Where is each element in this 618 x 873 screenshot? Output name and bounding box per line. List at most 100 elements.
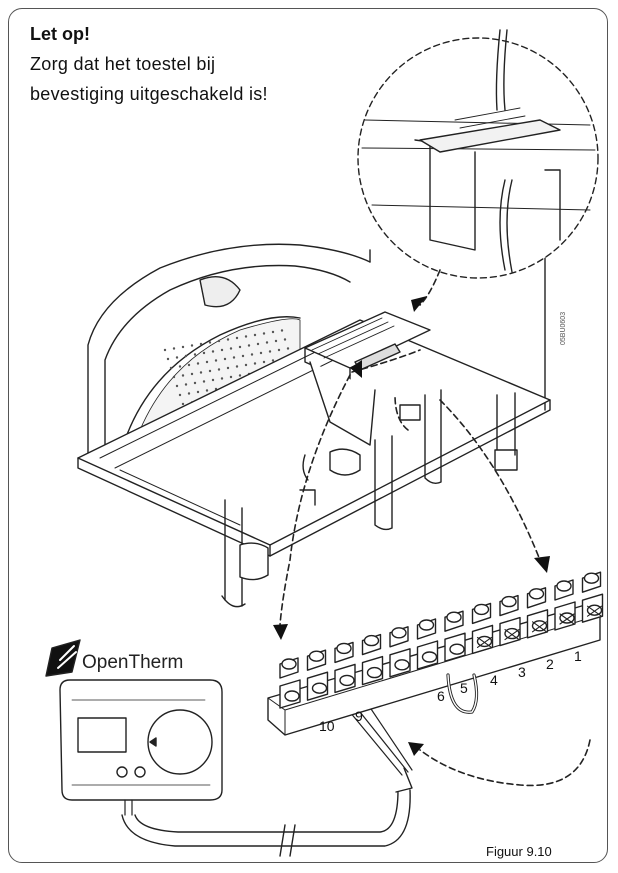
grid-dot [286, 347, 290, 350]
grid-dot [196, 362, 200, 365]
grid-dot [184, 354, 188, 358]
grid-dot [193, 353, 197, 356]
grid-dot [229, 347, 233, 350]
grid-dot [190, 372, 194, 376]
grid-dot [169, 366, 173, 370]
grid-dot [247, 344, 251, 347]
boiler-connection-box [304, 311, 431, 446]
illustration-frame [8, 8, 608, 863]
grid-dot [262, 332, 266, 335]
grid-dot [202, 351, 206, 355]
terminal-block [334, 641, 356, 694]
terminal-block [444, 610, 466, 662]
terminal-block [499, 594, 521, 647]
grid-dot [172, 347, 176, 350]
opentherm-thermostat [59, 679, 223, 816]
grid-dot [217, 339, 221, 343]
grid-dot [244, 335, 248, 338]
grid-dot [226, 366, 230, 370]
grid-dot [226, 338, 230, 341]
grid-dot [208, 341, 212, 344]
grid-dot [274, 339, 278, 343]
warning-text-line-2: bevestiging uitgeschakeld is! [30, 84, 268, 104]
dashed-arrows [279, 269, 591, 787]
grid-dot [172, 375, 176, 379]
arrow-heads [273, 296, 550, 756]
terminal-number-2: 2 [546, 656, 554, 672]
grid-dot [193, 381, 197, 385]
terminal-block [389, 626, 411, 678]
boiler-chassis [77, 319, 551, 557]
grid-dot [199, 342, 203, 346]
terminal-block [471, 602, 494, 655]
grid-dot [166, 357, 170, 361]
grid-dot [229, 375, 233, 379]
terminal-block [416, 618, 439, 670]
grid-dot [190, 344, 194, 347]
terminal-block [361, 633, 384, 686]
grid-dot [220, 348, 224, 352]
grid-dot [262, 360, 266, 364]
grid-dot [271, 359, 275, 362]
terminal-block [526, 587, 549, 639]
grid-dot [250, 353, 254, 356]
grid-dot [175, 384, 179, 388]
grid-dot [238, 345, 242, 349]
grid-dot [205, 360, 209, 364]
terminal-number-9: 9 [355, 708, 363, 724]
grid-dot [211, 378, 215, 382]
grid-dot [277, 348, 281, 352]
grid-dot [283, 338, 287, 341]
terminal-block [554, 579, 576, 631]
grid-dot [271, 330, 275, 334]
grid-dot [175, 356, 179, 359]
grid-dot [238, 374, 242, 377]
terminal-block [306, 649, 329, 701]
grid-dot [178, 365, 182, 368]
grid-dot [208, 369, 212, 373]
grid-dot [280, 329, 284, 332]
grid-dot [223, 357, 227, 361]
grid-dot [265, 341, 269, 344]
opentherm-brand-label: OpenTherm [82, 652, 184, 673]
grid-dot [235, 365, 239, 368]
warning-title: Let op! [30, 24, 90, 44]
grid-dot [217, 368, 221, 371]
grid-dot [199, 371, 203, 374]
terminal-number-1: 1 [574, 648, 582, 664]
terminal-number-6: 6 [437, 688, 445, 704]
terminal-number-5: 5 [460, 680, 468, 696]
grid-dot [214, 359, 218, 362]
terminal-number-4: 4 [490, 672, 498, 688]
grid-dot [205, 389, 209, 392]
grid-dot [184, 383, 188, 386]
grid-dot [202, 380, 206, 383]
boiler-pipes [221, 179, 556, 608]
terminal-number-10: 10 [319, 718, 335, 734]
grid-dot [220, 377, 224, 380]
grid-dot [253, 362, 257, 365]
grid-dot [187, 363, 191, 367]
boiler-housing [87, 243, 546, 456]
detail-magnifier [357, 29, 599, 279]
terminal-block [581, 571, 604, 623]
grid-dot [241, 354, 245, 358]
grid-dot [187, 392, 191, 395]
grid-dot [196, 390, 200, 394]
grid-dot [259, 351, 263, 355]
grid-dot [181, 345, 185, 349]
grid-dot [268, 350, 272, 353]
thermostat-cable [121, 699, 413, 857]
terminal-number-3: 3 [518, 664, 526, 680]
grid-dot [181, 374, 185, 377]
opentherm-logo-icon [45, 639, 81, 677]
grid-dot [178, 393, 182, 397]
drawing-code: 05BU0603 [560, 311, 567, 345]
figure-label: Figuur 9.10 [486, 844, 552, 859]
grid-dot [244, 363, 248, 367]
terminal-block [279, 657, 301, 709]
grid-dot [163, 348, 167, 352]
grid-dot [211, 350, 215, 353]
warning-text-line-1: Zorg dat het toestel bij [30, 54, 216, 74]
